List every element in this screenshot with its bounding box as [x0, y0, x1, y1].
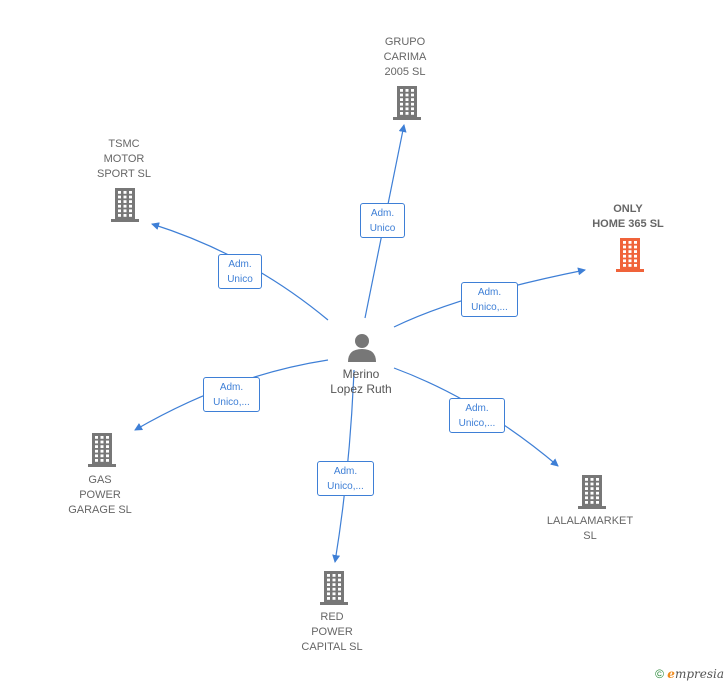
edge-label-only[interactable]: Adm. Unico,... [461, 282, 518, 317]
edge-label-grupo[interactable]: Adm. Unico [360, 203, 405, 238]
edge-label-red[interactable]: Adm. Unico,... [317, 461, 374, 496]
copyright-symbol: © [655, 667, 664, 681]
company-label-tsmc[interactable]: TSMC MOTOR SPORT SL [96, 138, 152, 180]
building-icon-grupo[interactable] [391, 86, 423, 120]
building-icon-only[interactable] [614, 238, 646, 272]
building-icon-gas[interactable] [86, 433, 118, 467]
building-icon-red[interactable] [318, 571, 350, 605]
edge-label-tsmc[interactable]: Adm. Unico [218, 254, 262, 289]
edge-label-lala[interactable]: Adm. Unico,... [449, 398, 505, 433]
company-label-only[interactable]: ONLY HOME 365 SL [592, 203, 664, 230]
brand-logo: empresia [667, 667, 724, 681]
company-label-lala[interactable]: LALALAMARKET SL [546, 515, 634, 542]
person-icon [348, 334, 376, 362]
building-icon-tsmc[interactable] [109, 188, 141, 222]
company-label-grupo[interactable]: GRUPO CARIMA 2005 SL [383, 36, 427, 78]
building-icon-lala[interactable] [576, 475, 608, 509]
company-label-gas[interactable]: GAS POWER GARAGE SL [68, 474, 132, 516]
edge-label-gas[interactable]: Adm. Unico,... [203, 377, 260, 412]
footer-brand: © empresia [655, 667, 724, 681]
center-person-name[interactable]: Merino Lopez Ruth [330, 367, 392, 396]
company-label-red[interactable]: RED POWER CAPITAL SL [301, 611, 363, 653]
